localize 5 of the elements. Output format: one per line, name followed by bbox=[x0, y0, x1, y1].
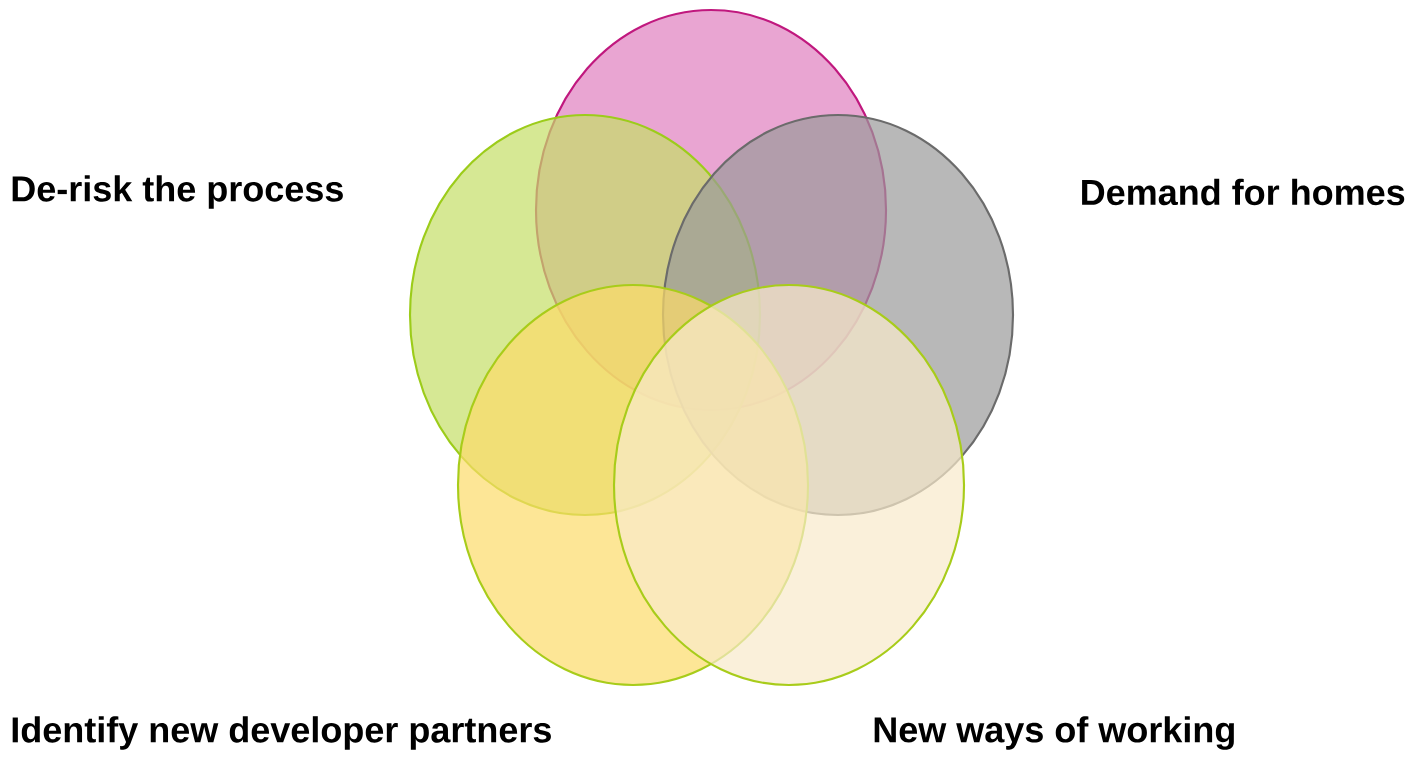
label-text: De-risk the process bbox=[12, 175, 343, 209]
label-text: New ways of working bbox=[874, 716, 1234, 750]
label-text: Identify new developer partners bbox=[12, 716, 551, 750]
venn-ellipse bbox=[612, 283, 966, 687]
label-text: Demand for homes bbox=[1082, 178, 1405, 206]
